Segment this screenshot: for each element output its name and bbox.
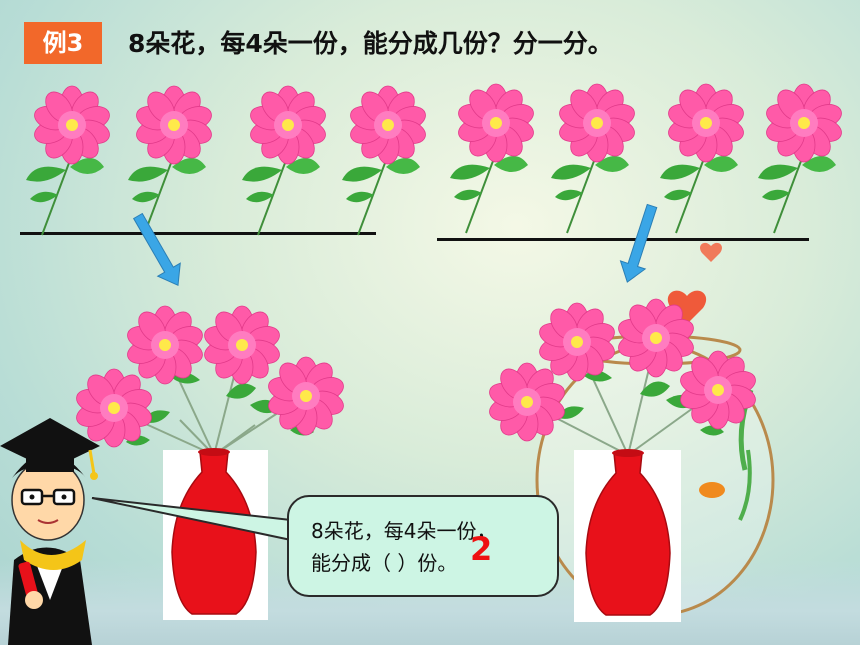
down-arrow-icon	[126, 209, 190, 293]
cartoon-teacher-icon	[0, 418, 100, 645]
heart-icon	[700, 242, 722, 262]
pink-flower-icon	[201, 305, 283, 385]
left-ground-line	[20, 232, 376, 235]
right-bouquet	[486, 298, 759, 616]
red-vase-icon	[171, 447, 257, 615]
pink-flower-icon	[26, 86, 112, 235]
bubble-line-1: 8朵花，每4朵一份，	[311, 519, 497, 543]
pink-flower-icon	[615, 298, 697, 378]
pink-flower-icon	[677, 350, 759, 430]
pink-flower-icon	[128, 86, 214, 235]
pink-flower-icon	[265, 356, 347, 436]
left-bouquet	[73, 305, 347, 615]
pink-flower-icon	[342, 86, 428, 235]
question-title: 8朵花，每4朵一份，能分成几份？分一分。	[128, 29, 613, 58]
pink-flower-icon	[551, 84, 637, 233]
answer-text: 2	[470, 530, 493, 568]
down-arrow-icon	[614, 201, 665, 287]
example-tag: 例3	[24, 22, 102, 64]
right-ground-line	[437, 238, 809, 241]
pink-flower-icon	[758, 84, 844, 233]
speech-bubble: 8朵花，每4朵一份， 能分成（ ）份。	[287, 495, 559, 597]
red-vase-icon	[585, 448, 671, 616]
top-left-flower-group	[26, 86, 428, 235]
pink-flower-icon	[242, 86, 328, 235]
bubble-line-2: 能分成（ ）份。	[311, 551, 458, 575]
pink-flower-icon	[73, 368, 155, 448]
heart-icon	[667, 290, 707, 324]
pink-flower-icon	[124, 305, 206, 385]
pink-flower-icon	[450, 84, 536, 233]
pink-flower-icon	[660, 84, 746, 233]
